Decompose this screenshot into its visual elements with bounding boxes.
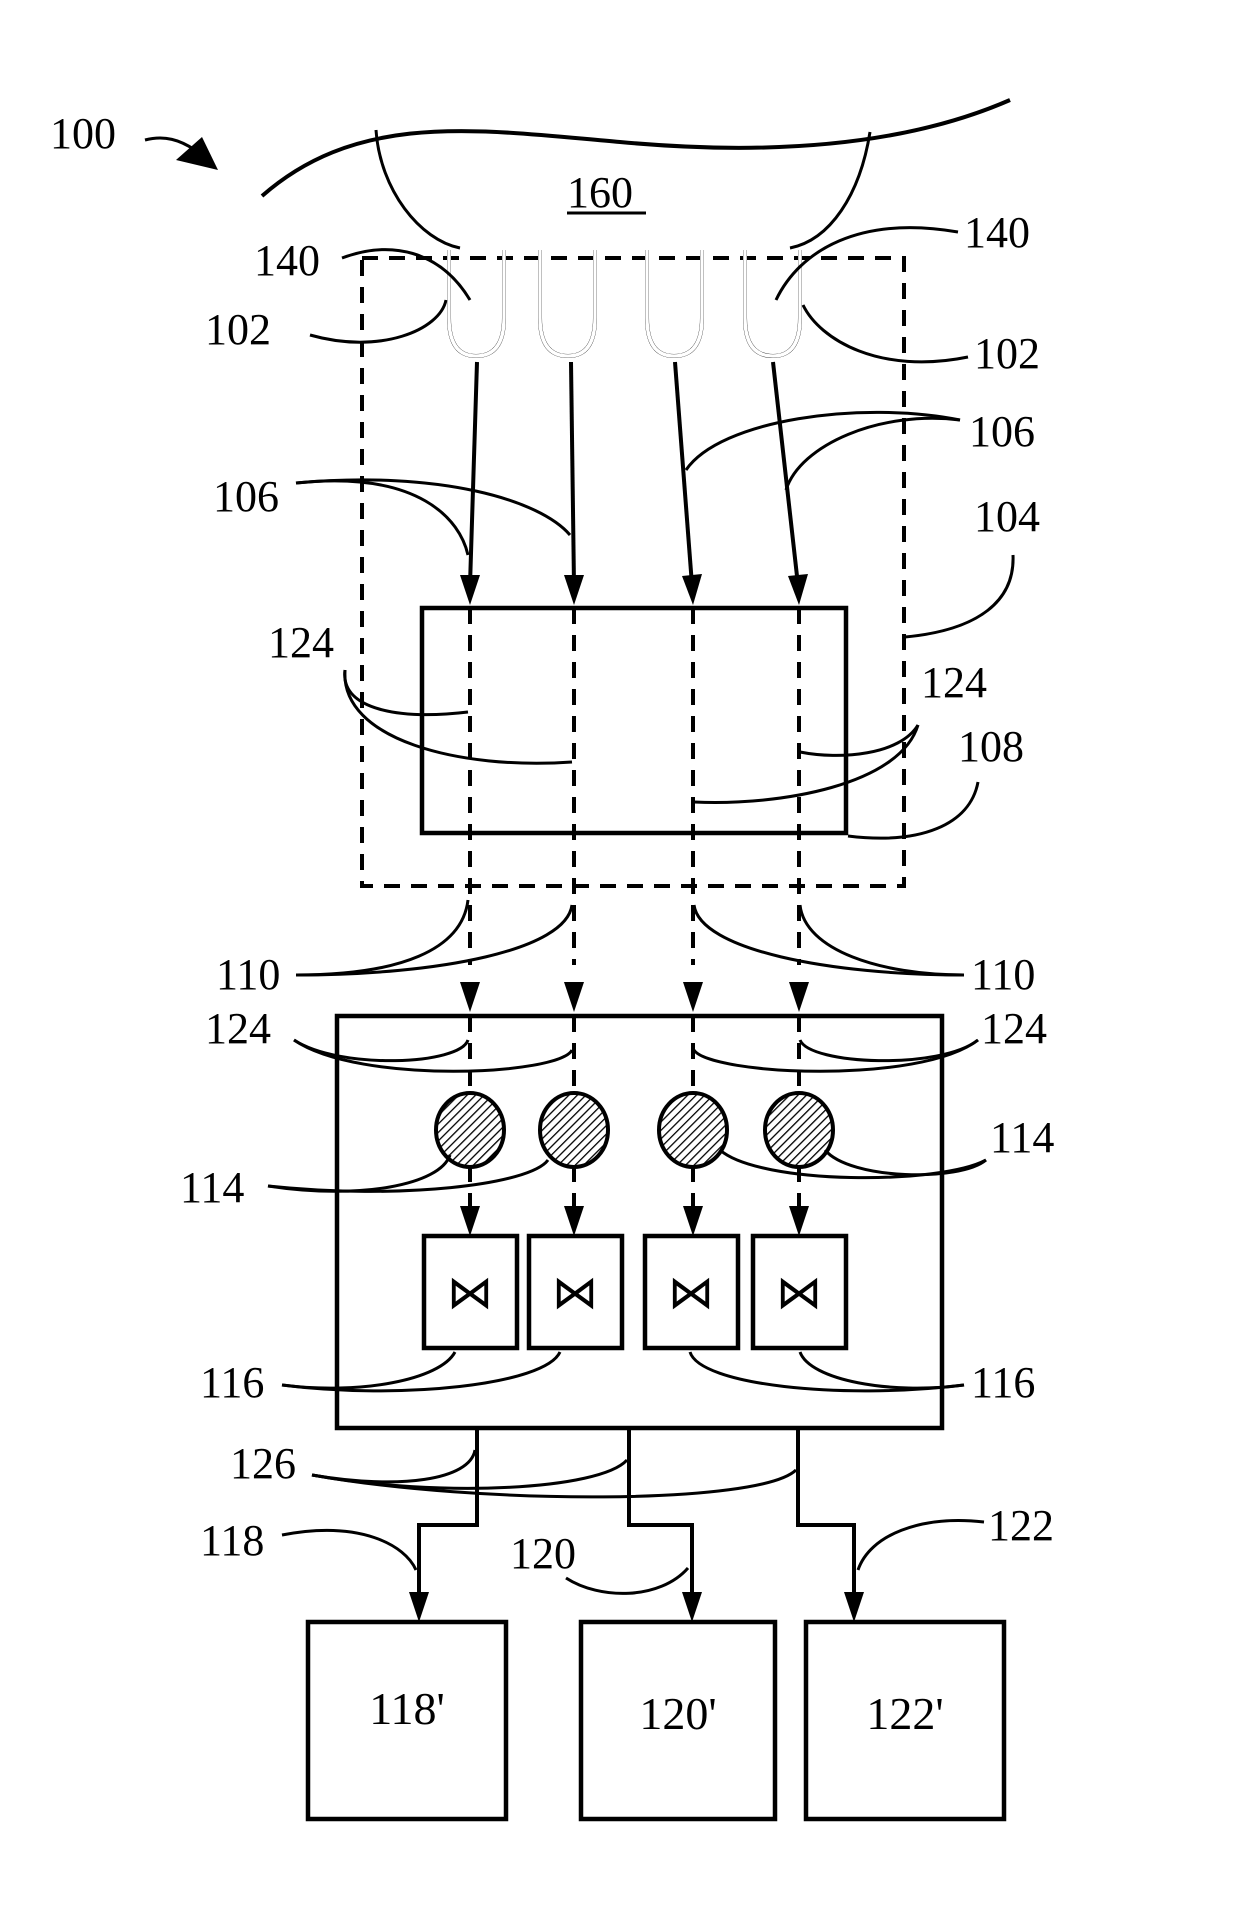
leader-120: [566, 1568, 688, 1593]
label-122: 122: [988, 1501, 1054, 1550]
sensor: [540, 1093, 608, 1167]
label-124-manifold-right: 124: [921, 658, 987, 707]
valve-icon: ⋈: [447, 1267, 493, 1318]
leader-140-right: [776, 228, 958, 300]
destination-label-120: 120': [639, 1688, 716, 1739]
label-106-left: 106: [213, 472, 279, 521]
valve-icon: ⋈: [776, 1267, 822, 1318]
destination-label-122: 122': [866, 1688, 943, 1739]
suction-cup: [647, 250, 702, 356]
valve-icon: ⋈: [668, 1267, 714, 1318]
label-124-controller-right: 124: [981, 1004, 1047, 1053]
leader-102-right: [803, 305, 968, 362]
leader-126-a: [312, 1450, 475, 1482]
leader-122: [858, 1521, 984, 1570]
label-108: 108: [958, 722, 1024, 771]
pointer-100: [145, 138, 195, 150]
leader-110-right-a: [694, 905, 964, 975]
label-120: 120: [510, 1529, 576, 1578]
label-106-right: 106: [969, 407, 1035, 456]
leader-108: [848, 782, 978, 838]
label-116-right: 116: [971, 1358, 1035, 1407]
label-124-controller-left: 124: [205, 1004, 271, 1053]
suction-cup: [745, 250, 800, 356]
leader-102-left: [310, 300, 446, 342]
suction-cup-inner: [540, 250, 595, 356]
suction-cup: [449, 250, 504, 356]
label-126: 126: [230, 1439, 296, 1488]
label-102-left: 102: [205, 305, 271, 354]
leader-106-right-a: [686, 412, 960, 470]
tissue-surface-line: [262, 100, 1010, 196]
sensor: [765, 1093, 833, 1167]
label-110-left: 110: [216, 950, 280, 999]
label-160: 160: [567, 168, 633, 217]
sensor: [659, 1093, 727, 1167]
destination-label-118: 118': [369, 1683, 445, 1734]
suction-cup-inner: [449, 250, 504, 356]
leader-106-right-b: [786, 418, 960, 490]
leader-104: [905, 555, 1013, 637]
manifold-108: [422, 608, 846, 833]
label-140-left: 140: [254, 236, 320, 285]
sensor: [436, 1093, 504, 1167]
leader-126-b: [312, 1460, 627, 1488]
label-102-right: 102: [974, 329, 1040, 378]
leader-118: [282, 1530, 416, 1570]
label-114-left: 114: [180, 1163, 244, 1212]
suction-cup-inner: [745, 250, 800, 356]
label-104: 104: [974, 492, 1040, 541]
controller-112: [337, 1016, 942, 1428]
label-114-right: 114: [990, 1113, 1054, 1162]
suction-cup-inner: [647, 250, 702, 356]
valve-icon: ⋈: [552, 1267, 598, 1318]
leader-110-left-b: [296, 905, 572, 975]
label-100: 100: [50, 109, 116, 158]
label-118: 118: [200, 1516, 264, 1565]
leader-106-left-a: [296, 481, 468, 555]
tubes-110-arrowheads: [460, 982, 809, 1012]
suction-cups: [449, 250, 800, 356]
label-124-manifold-left: 124: [268, 618, 334, 667]
conduits-106: [460, 362, 808, 605]
suction-cup: [540, 250, 595, 356]
label-116-left: 116: [200, 1358, 264, 1407]
label-110-right: 110: [971, 950, 1035, 999]
label-140-right: 140: [964, 208, 1030, 257]
